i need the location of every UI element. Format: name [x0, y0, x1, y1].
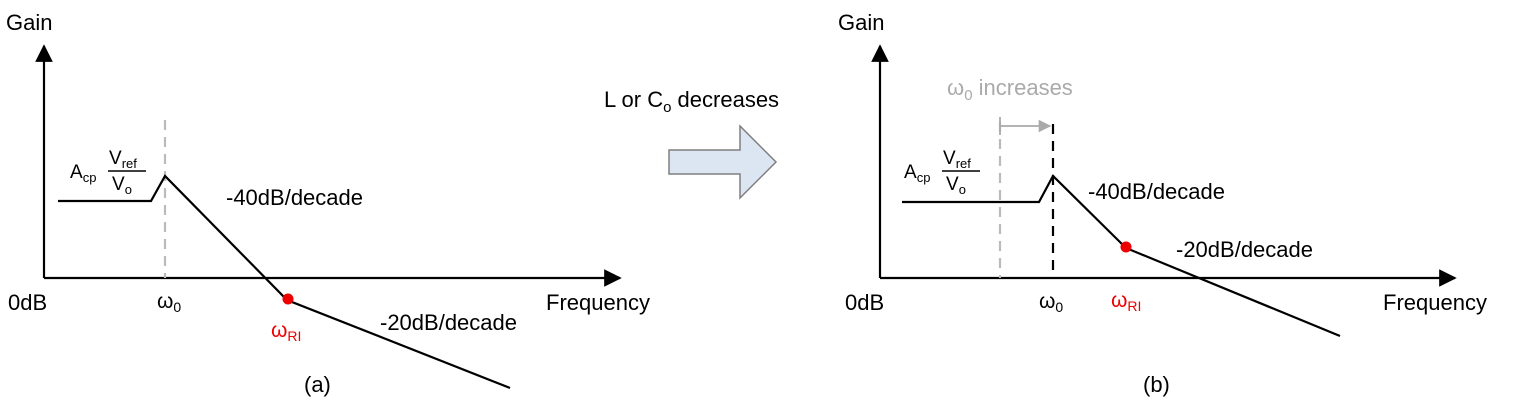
panel-a-y-axis-label: Gain: [6, 10, 52, 35]
gain-num: V: [943, 148, 956, 169]
panel-a-gain-expression: Acp Vref Vo: [70, 148, 146, 197]
panel-b-x-axis-label: Frequency: [1383, 290, 1487, 315]
panel-a-omega0-label: ω0: [157, 290, 181, 315]
gain-den-sub: o: [125, 182, 132, 197]
gain-den: V: [946, 174, 959, 195]
gain-coef: A: [904, 162, 917, 183]
panel-b-gain-expression: Acp Vref Vo: [904, 148, 980, 197]
panel-b-omega-ri-label: ωRI: [1111, 289, 1141, 314]
panel-b-origin-label: 0dB: [845, 290, 884, 315]
panel-a-slope-40: -40dB/decade: [226, 185, 363, 210]
panel-a-caption: (a): [304, 372, 331, 397]
panel-b-caption: (b): [1143, 372, 1170, 397]
gain-den-sub: o: [959, 182, 966, 197]
transition: L or Co decreases: [604, 87, 779, 200]
panel-b-shift-label: ω0 increases: [947, 75, 1073, 104]
gain-coef: A: [70, 162, 83, 183]
panel-b: Gain 0dB Frequency ω0 increases Acp Vref…: [838, 10, 1487, 397]
panel-b-y-axis-label: Gain: [838, 10, 884, 35]
gain-num-sub: ref: [122, 156, 138, 171]
panel-a-omega-ri-point: [282, 293, 294, 305]
gain-coef-sub: cp: [83, 170, 97, 185]
panel-a: Gain 0dB Frequency Acp Vref Vo ω0 ωRI: [6, 10, 650, 397]
panel-a-gain-curve: [58, 174, 511, 390]
svg-text:Vref: Vref: [109, 148, 137, 171]
gain-num-sub: ref: [956, 156, 972, 171]
panel-a-omega-ri-label: ωRI: [271, 319, 301, 344]
svg-text:Acp: Acp: [904, 162, 930, 185]
transition-label: L or Co decreases: [604, 87, 779, 116]
gain-coef-sub: cp: [917, 170, 931, 185]
svg-text:Vref: Vref: [943, 148, 971, 171]
gain-den: V: [112, 174, 125, 195]
svg-text:Vo: Vo: [946, 174, 966, 197]
panel-b-slope-20: -20dB/decade: [1176, 237, 1313, 262]
panel-b-gain-curve: [902, 174, 1341, 338]
panel-a-x-axis-label: Frequency: [546, 290, 650, 315]
svg-text:Vo: Vo: [112, 174, 132, 197]
svg-text:Acp: Acp: [70, 162, 96, 185]
panel-a-slope-20: -20dB/decade: [380, 310, 517, 335]
right-arrow-icon: [668, 124, 778, 200]
panel-b-omega-ri-point: [1120, 241, 1132, 253]
panel-b-omega0-label: ω0: [1039, 290, 1063, 315]
panel-a-origin-label: 0dB: [8, 290, 47, 315]
gain-num: V: [109, 148, 122, 169]
panel-b-slope-40: -40dB/decade: [1088, 179, 1225, 204]
